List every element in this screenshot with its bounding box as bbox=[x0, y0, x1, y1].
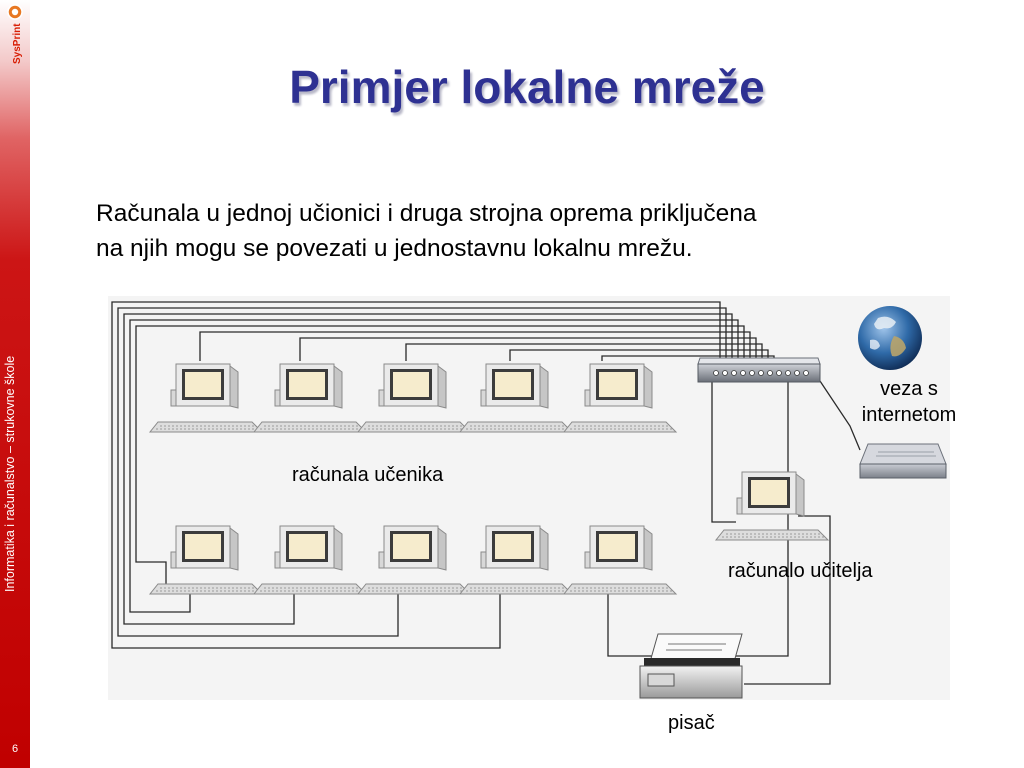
sidebar: SysPrint Informatika i računalstvo – str… bbox=[0, 0, 30, 768]
network-hub-icon bbox=[697, 357, 821, 383]
sidebar-course-text: Informatika i računalstvo – strukovne šk… bbox=[3, 355, 17, 592]
student-computers-label: računala učenika bbox=[292, 464, 444, 486]
modem-icon bbox=[859, 443, 947, 479]
page-number: 6 bbox=[11, 743, 19, 755]
sysprint-logo-icon: SysPrint bbox=[7, 4, 23, 64]
student-computers-bottom-row bbox=[149, 525, 677, 595]
intro-text: Računala u jednoj učionici i druga stroj… bbox=[96, 196, 976, 266]
printer-label: pisač bbox=[668, 712, 715, 734]
intro-line-2: na njih mogu se povezati u jednostavnu l… bbox=[96, 235, 693, 262]
intro-line-1: Računala u jednoj učionici i druga stroj… bbox=[96, 200, 757, 227]
slide-title: Primjer lokalne mreže bbox=[289, 61, 765, 113]
student-computers-top-row bbox=[149, 363, 677, 433]
internet-label-text: veza s internetom bbox=[861, 378, 957, 426]
network-diagram: veza s internetom računala učenika račun… bbox=[108, 296, 956, 700]
teacher-computer-label: računalo učitelja bbox=[728, 560, 873, 582]
internet-label: veza s internetom bbox=[844, 376, 974, 428]
printer-icon bbox=[639, 633, 743, 699]
globe-icon bbox=[858, 306, 922, 370]
network-diagram-svg bbox=[108, 296, 950, 700]
logo-text: SysPrint bbox=[12, 23, 23, 64]
